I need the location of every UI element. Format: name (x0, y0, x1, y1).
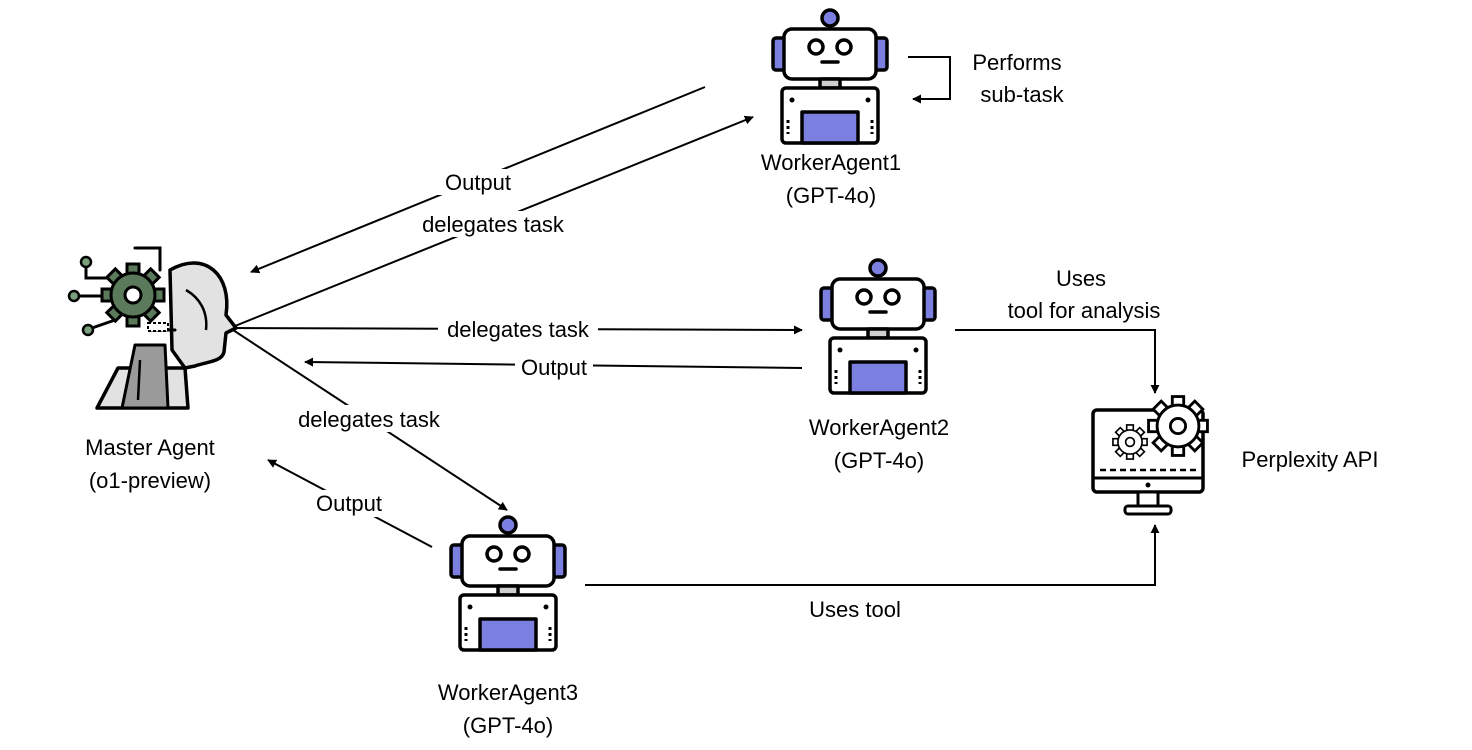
worker2-model: (GPT-4o) (834, 448, 924, 473)
edge-w1-self-label-2: sub-task (980, 82, 1064, 107)
edge-w2-uses-label-2: tool for analysis (1008, 298, 1161, 323)
ai-head-gear-icon (67, 246, 238, 410)
worker3-model: (GPT-4o) (463, 713, 553, 738)
edge-w1-self-label-1: Performs (972, 50, 1061, 75)
edge-w2-uses-tool (955, 329, 1160, 394)
api-name: Perplexity API (1242, 447, 1379, 472)
edge-w3-uses-label: Uses tool (809, 597, 901, 622)
edge-w1-output-label: Output (445, 170, 511, 195)
robot-icon (449, 515, 567, 652)
worker1-model: (GPT-4o) (786, 183, 876, 208)
robot-icon (771, 8, 889, 145)
edge-w2-uses-label-1: Uses (1056, 266, 1106, 291)
edge-w1-self-loop (908, 56, 951, 104)
edge-w1-delegates-label: delegates task (422, 212, 565, 237)
master-agent-name: Master Agent (85, 435, 215, 460)
edge-w2-output-label: Output (521, 355, 587, 380)
worker3-name: WorkerAgent3 (438, 680, 578, 705)
worker1-name: WorkerAgent1 (761, 150, 901, 175)
edge-w3-uses-tool (585, 524, 1160, 586)
edge-w2-delegates-label: delegates task (447, 317, 590, 342)
edge-w3-output-label: Output (316, 491, 382, 516)
robot-icon (819, 258, 937, 395)
master-agent-model: (o1-preview) (89, 468, 211, 493)
monitor-gears-icon (1091, 395, 1209, 516)
worker2-name: WorkerAgent2 (809, 415, 949, 440)
edge-w3-delegates-label: delegates task (298, 407, 441, 432)
